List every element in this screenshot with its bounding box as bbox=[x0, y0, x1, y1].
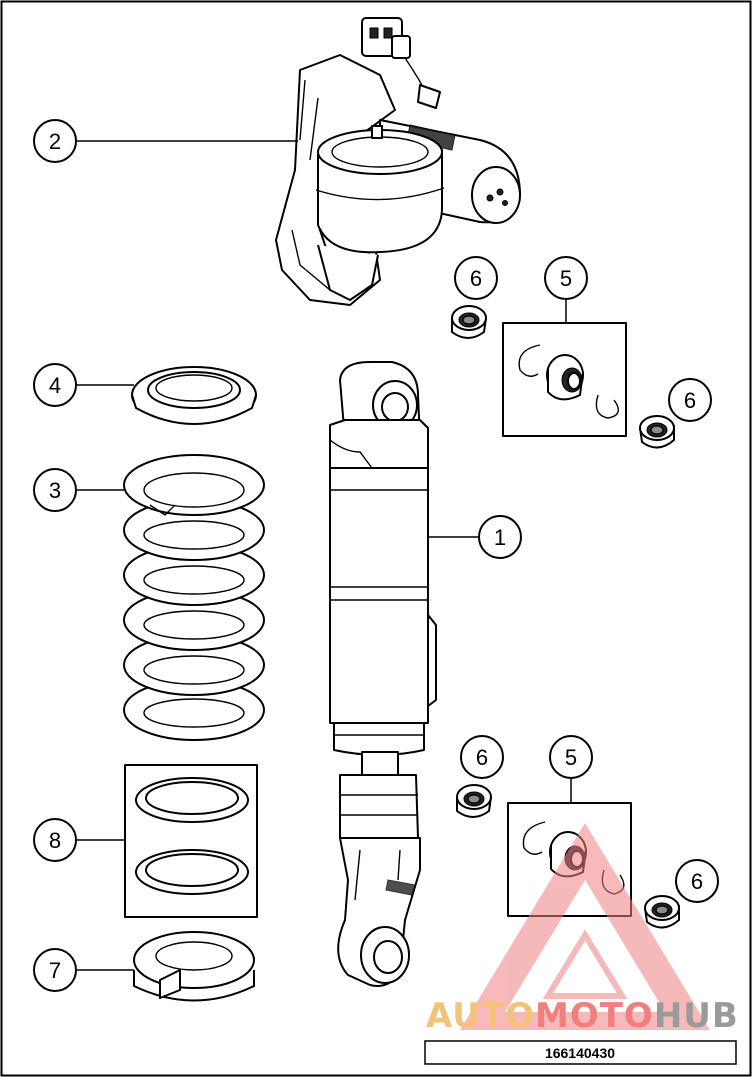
callout-2: 2 bbox=[33, 119, 77, 163]
callout-8-label: 8 bbox=[49, 828, 61, 853]
callout-5-upper: 5 bbox=[544, 256, 588, 300]
callout-8: 8 bbox=[33, 818, 77, 862]
callout-4: 4 bbox=[33, 363, 77, 407]
part-6-seal-upper-left bbox=[451, 305, 487, 339]
callout-6-upper-right: 6 bbox=[668, 378, 712, 422]
document-number: 166140430 bbox=[545, 1045, 615, 1061]
callout-2-label: 2 bbox=[49, 129, 61, 154]
callout-3: 3 bbox=[33, 468, 77, 512]
document-number-box: 166140430 bbox=[424, 1040, 737, 1065]
watermark-text: AUTOMOTOHUB bbox=[426, 996, 739, 1036]
part-6-seal-lower-left bbox=[456, 784, 492, 818]
callout-3-label: 3 bbox=[49, 478, 61, 503]
callout-5-upper-label: 5 bbox=[560, 266, 572, 291]
part-2-reservoir-assembly bbox=[275, 17, 521, 306]
part-8-shim-set bbox=[124, 764, 258, 918]
callout-5-lower-label: 5 bbox=[565, 745, 577, 770]
callout-6-lower-right: 6 bbox=[675, 859, 719, 903]
part-7-lower-spring-seat bbox=[133, 931, 255, 1002]
callout-6-lower-left: 6 bbox=[460, 735, 504, 779]
watermark-moto: MOTO bbox=[535, 996, 654, 1036]
part-5-bearing-kit-upper bbox=[502, 322, 627, 437]
part-6-seal-lower-right bbox=[644, 895, 680, 929]
part-6-seal-upper-right bbox=[639, 415, 675, 449]
watermark-hub: HUB bbox=[654, 996, 739, 1036]
part-4-spring-seat bbox=[131, 366, 257, 425]
callout-6-lower-right-label: 6 bbox=[691, 869, 703, 894]
callout-1-label: 1 bbox=[494, 525, 506, 550]
callout-6-upper-right-label: 6 bbox=[684, 388, 696, 413]
callout-7: 7 bbox=[33, 948, 77, 992]
callout-6-upper-left: 6 bbox=[454, 256, 498, 300]
watermark-logo bbox=[460, 823, 710, 1030]
watermark-auto: AUTO bbox=[426, 996, 535, 1036]
part-1-shock-absorber bbox=[329, 361, 437, 987]
callout-1: 1 bbox=[478, 515, 522, 559]
callout-7-label: 7 bbox=[49, 958, 61, 983]
callout-6-upper-left-label: 6 bbox=[470, 266, 482, 291]
part-3-coil-spring bbox=[123, 454, 265, 741]
callout-6-lower-left-label: 6 bbox=[476, 745, 488, 770]
callout-5-lower: 5 bbox=[549, 735, 593, 779]
callout-4-label: 4 bbox=[49, 373, 61, 398]
leader-lines bbox=[76, 140, 572, 971]
watermark-triangle-icon bbox=[460, 823, 710, 1030]
